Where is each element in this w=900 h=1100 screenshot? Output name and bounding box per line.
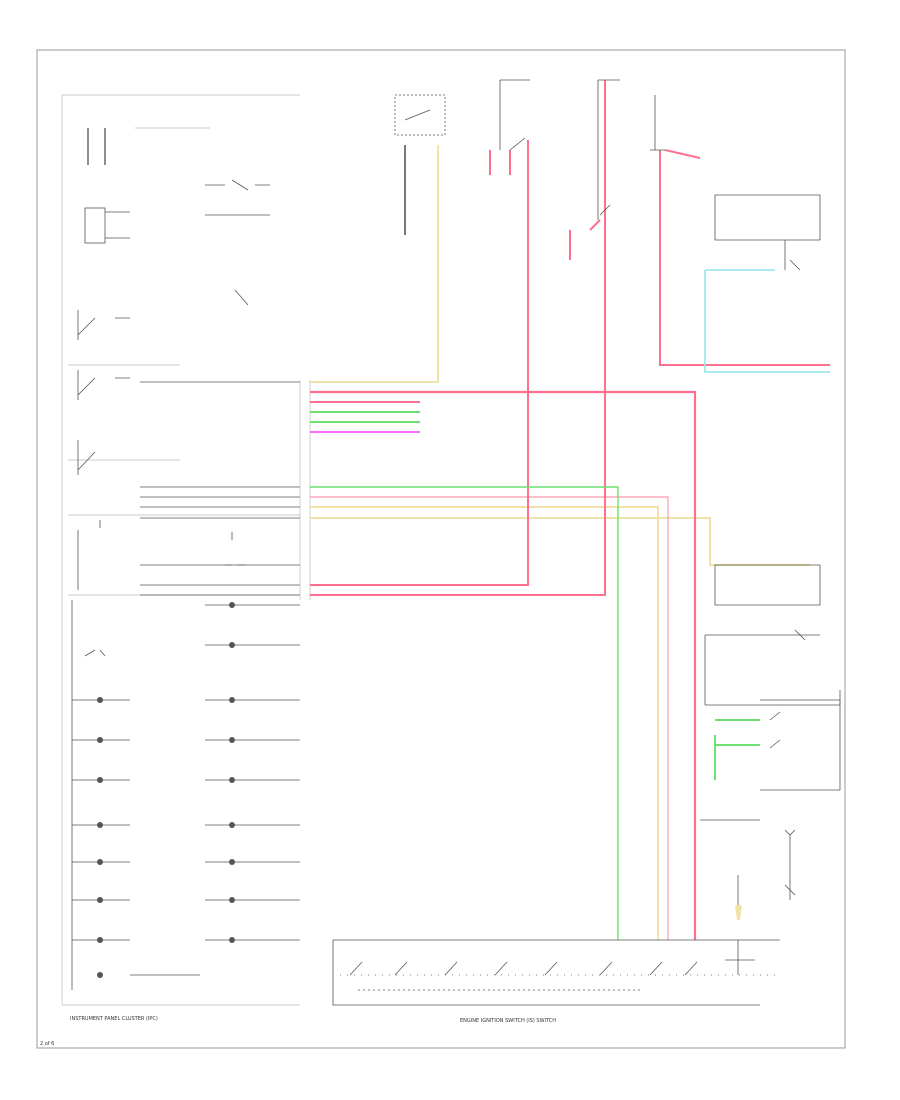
wire-green-3 — [310, 486, 619, 940]
wire-yellow-top — [310, 145, 439, 383]
diagram-border — [36, 49, 846, 1049]
ignition-switch-label: ENGINE IGNITION SWITCH (IS) SWITCH — [460, 1018, 556, 1024]
left-components — [71, 128, 130, 990]
ignition-switch-box — [332, 939, 780, 1006]
wire-red-4 — [310, 140, 529, 586]
wire-red-3 — [310, 80, 606, 596]
wire-red-6 — [569, 219, 601, 260]
wire-yellow-drop — [310, 506, 659, 940]
ipc-connector — [140, 380, 311, 600]
page-id: 2 of 6 — [40, 1041, 54, 1047]
wire-red-8 — [664, 149, 701, 159]
right-components — [700, 564, 841, 975]
wire-red-main — [310, 390, 697, 940]
wire-red-5 — [489, 150, 511, 175]
instrument-panel-cluster — [61, 94, 311, 1006]
wire-cyan — [704, 269, 830, 373]
top-components — [394, 79, 821, 271]
middle-components — [130, 179, 300, 976]
wire-green-4 — [714, 719, 760, 780]
wire-harness — [310, 80, 830, 940]
left-lamp-rows — [72, 697, 130, 978]
wire-red-7 — [659, 150, 830, 366]
wire-yellow-bottom — [310, 517, 810, 566]
ipc-label: INSTRUMENT PANEL CLUSTER (IPC) — [70, 1016, 158, 1022]
wire-red-9 — [310, 496, 669, 940]
